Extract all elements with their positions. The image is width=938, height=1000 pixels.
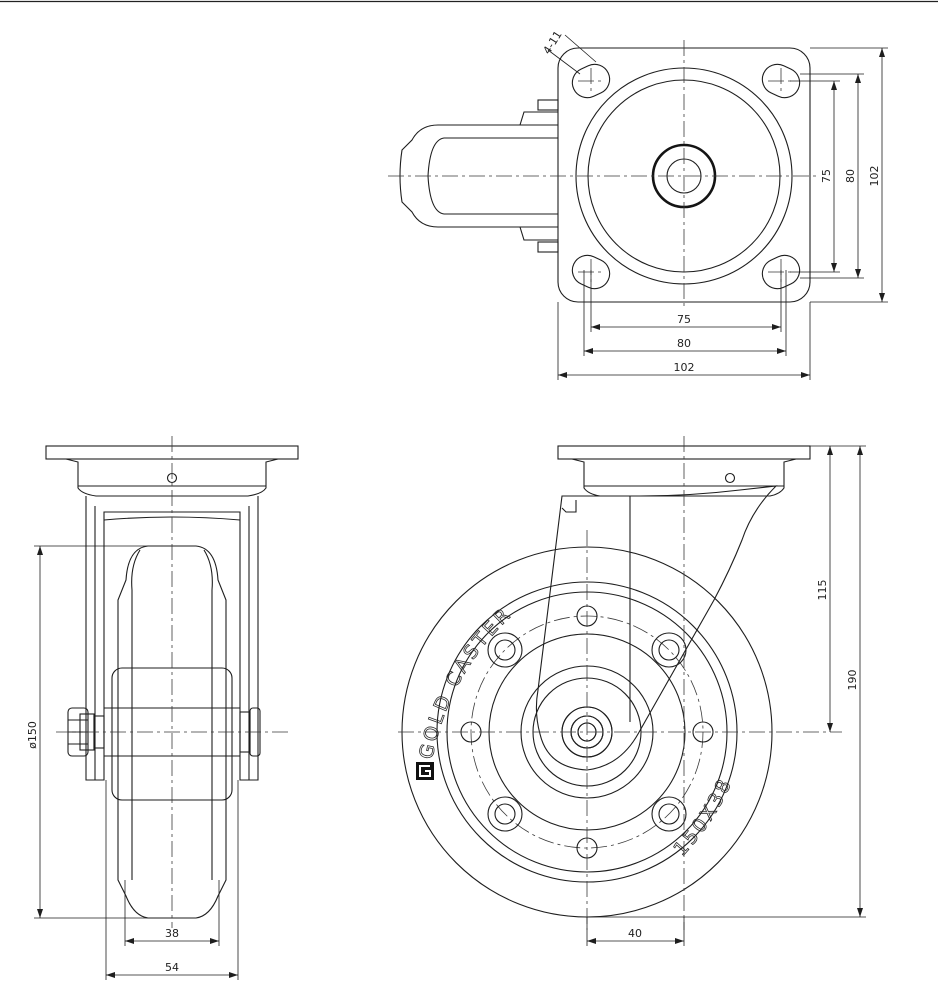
dim-offset-115 [790,445,866,732]
hole-callout-label: 4-11 [541,29,565,57]
dim-tread-width [124,880,220,946]
dim-vertical-102-label: 102 [868,166,881,187]
wheel-brand-text: GOLD CASTER [415,602,516,761]
dim-overall-width-label: 54 [165,961,179,974]
wheel-size-text: 150X38 [669,774,736,861]
dim-overall-height-190 [587,446,866,918]
dim-overall-width [105,780,239,980]
dim-swivel-lead-40 [586,917,685,946]
dim-wheel-diameter-label: ø150 [26,721,39,749]
dim-overall-height-190-label: 190 [846,670,859,691]
dim-vertical-75 [790,80,840,273]
dim-horizontal-80 [583,270,787,356]
front-fork-arm [535,485,778,771]
side-view: ø150 38 54 [26,436,299,980]
dim-tread-width-label: 38 [165,927,179,940]
dim-horizontal-75 [590,270,782,332]
front-view: GOLD CASTER 150X38 115 190 [398,436,866,946]
dim-vertical-102 [810,47,888,303]
dim-vertical-75-label: 75 [820,169,833,183]
top-plate-bolt-holes [571,63,801,290]
dim-vertical-80-label: 80 [844,169,857,183]
top-view: 4-11 75 80 102 75 [388,29,888,380]
dim-horizontal-75-label: 75 [677,313,691,326]
dim-swivel-lead-40-label: 40 [628,927,642,940]
dim-wheel-diameter [34,545,150,919]
side-wheel-tyre [117,545,227,919]
dim-horizontal-80-label: 80 [677,337,691,350]
dim-vertical-80 [800,73,864,279]
gold-caster-logo [416,762,434,780]
dim-horizontal-102-label: 102 [674,361,695,374]
dim-horizontal-102 [557,302,811,380]
dim-offset-115-label: 115 [816,580,829,601]
